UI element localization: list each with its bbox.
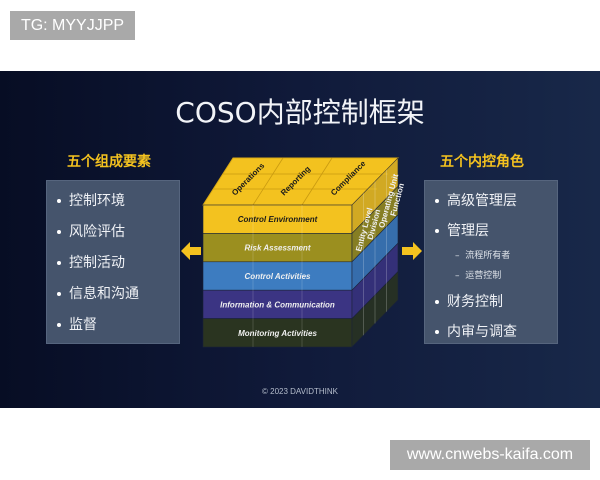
list-item: 财务控制	[435, 291, 503, 311]
components-panel: 控制环境 风险评估 控制活动 信息和沟通 监督	[46, 180, 180, 344]
copyright: © 2023 DAVIDTHINK	[262, 387, 338, 396]
sub-item: – 流程所有者	[455, 251, 511, 261]
list-item: 控制环境	[57, 190, 125, 210]
layer-label: Monitoring Activities	[238, 329, 317, 338]
layer-label: Control Activities	[245, 272, 311, 281]
list-item: 控制活动	[57, 252, 125, 272]
cube-layer	[202, 204, 353, 234]
layer-label: Risk Assessment	[245, 244, 311, 253]
left-arrow-icon	[181, 242, 201, 260]
roles-panel: 高级管理层 管理层 – 流程所有者 – 运营控制 财务控制 内审与调查	[424, 180, 558, 344]
left-heading: 五个组成要素	[67, 154, 151, 170]
watermark-bottom-right: www.cnwebs-kaifa.com	[390, 440, 590, 470]
list-item: 监督	[57, 314, 97, 334]
watermark-top-left: TG: MYYJJPP	[10, 11, 135, 40]
cube-side-layer	[351, 270, 399, 348]
layer-label: Information & Communication	[220, 300, 335, 309]
cube-layer	[202, 289, 353, 319]
cube-layer	[202, 261, 353, 291]
slide-title: COSO内部控制框架	[175, 96, 425, 129]
list-item: 高级管理层	[435, 190, 517, 210]
right-arrow-icon	[402, 242, 422, 260]
list-item: 风险评估	[57, 221, 125, 241]
list-item: 内审与调查	[435, 321, 517, 341]
list-item: 管理层	[435, 220, 489, 240]
coso-cube: Operations Reporting Compliance Control …	[181, 157, 422, 348]
cube-layer	[202, 233, 353, 263]
cube-layer	[202, 318, 353, 348]
coso-slide: COSO内部控制框架 五个组成要素 控制环境 风险评估 控制活动 信息和沟通 监…	[0, 71, 600, 408]
list-item: 信息和沟通	[57, 283, 139, 303]
sub-item: – 运营控制	[455, 271, 502, 281]
layer-label: Control Environment	[238, 215, 318, 224]
right-heading: 五个内控角色	[440, 154, 524, 170]
